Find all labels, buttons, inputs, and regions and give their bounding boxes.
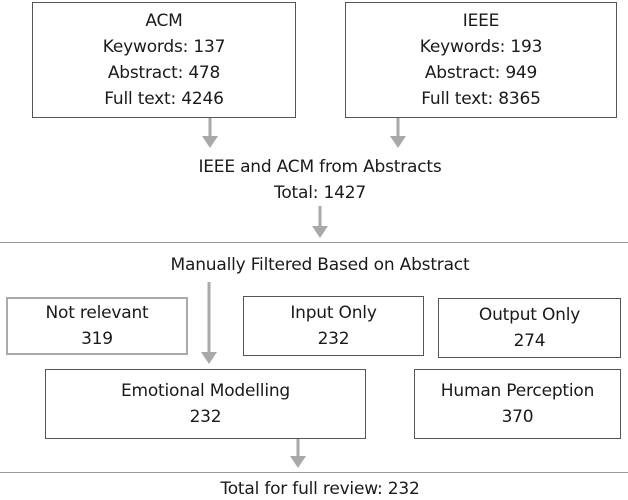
- arrow-acm-head: [202, 136, 218, 148]
- ieee-keywords: Keywords: 193: [419, 37, 543, 57]
- arrow-ieee-head: [390, 136, 406, 148]
- acm-fulltext: Full text: 4246: [104, 89, 224, 109]
- category-emotional-modelling: Emotional Modelling 232: [45, 369, 366, 439]
- human-perception-label: Human Perception: [440, 381, 595, 401]
- category-not-relevant: Not relevant 319: [6, 297, 188, 355]
- acm-keywords: Keywords: 137: [102, 37, 226, 57]
- ieee-name: IEEE: [462, 11, 500, 31]
- combined-title: IEEE and ACM from Abstracts: [198, 157, 442, 177]
- input-only-label: Input Only: [290, 303, 377, 323]
- final-total: Total for full review: 232: [220, 479, 420, 499]
- output-only-label: Output Only: [478, 305, 581, 325]
- human-perception-count: 370: [501, 407, 534, 427]
- category-human-perception: Human Perception 370: [414, 369, 621, 439]
- arrow-combined-head: [312, 226, 328, 238]
- arrow-filter-head: [201, 352, 217, 364]
- not-relevant-count: 319: [81, 329, 113, 349]
- emotional-modelling-label: Emotional Modelling: [120, 381, 291, 401]
- ieee-fulltext: Full text: 8365: [421, 89, 541, 109]
- divider-top: [0, 242, 628, 243]
- filter-title: Manually Filtered Based on Abstract: [170, 255, 470, 275]
- arrow-emotional-head: [290, 456, 306, 468]
- input-only-count: 232: [317, 329, 350, 349]
- acm-name: ACM: [145, 11, 183, 31]
- acm-abstract: Abstract: 478: [107, 63, 221, 83]
- category-input-only: Input Only 232: [243, 296, 424, 356]
- acm-source-box: ACM Keywords: 137 Abstract: 478 Full tex…: [32, 2, 296, 118]
- combined-total: Total: 1427: [274, 183, 366, 203]
- ieee-source-box: IEEE Keywords: 193 Abstract: 949 Full te…: [345, 2, 617, 118]
- not-relevant-label: Not relevant: [45, 303, 149, 323]
- divider-bottom: [0, 472, 628, 473]
- output-only-count: 274: [513, 331, 546, 351]
- ieee-abstract: Abstract: 949: [424, 63, 538, 83]
- emotional-modelling-count: 232: [189, 407, 222, 427]
- combined-step: IEEE and ACM from Abstracts Total: 1427: [120, 154, 520, 206]
- category-output-only: Output Only 274: [438, 298, 621, 358]
